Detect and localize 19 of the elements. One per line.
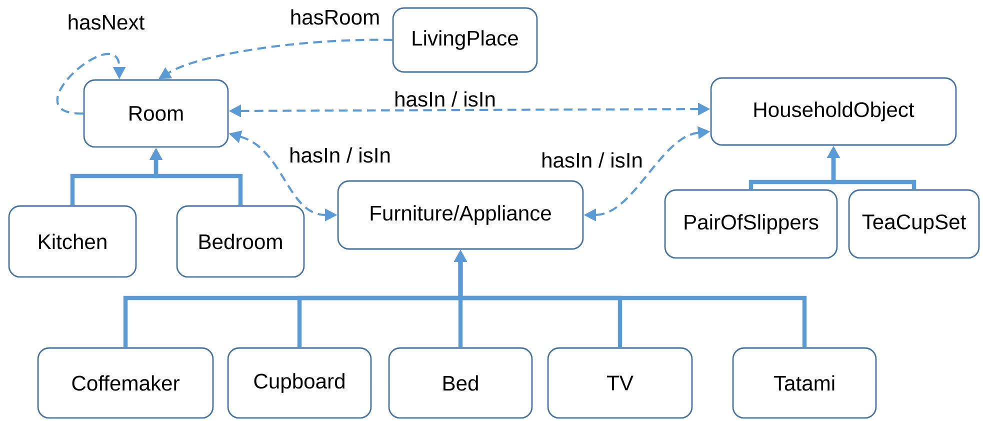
edge-label: hasRoom (288, 8, 382, 26)
edge-label: hasIn / isIn (392, 90, 498, 108)
class-box: TV (547, 347, 693, 419)
class-box: Cupboard (227, 347, 372, 419)
class-box: Kitchen (8, 205, 137, 278)
edge-label: hasNext (66, 12, 146, 32)
edge-label: hasIn / isIn (287, 146, 393, 164)
class-box: PairOfSlippers (664, 189, 838, 259)
edge-label: hasIn / isIn (539, 150, 645, 170)
class-box: TeaCupSet (848, 189, 980, 259)
class-box: Furniture/Appliance (337, 180, 584, 250)
class-box: Bed (388, 347, 533, 419)
class-box: Room (83, 79, 229, 148)
class-box: HouseholdObject (710, 77, 957, 146)
class-box: Bedroom (176, 205, 305, 278)
class-box: LivingPlace (392, 7, 538, 73)
class-box: Coffemaker (37, 347, 214, 419)
class-box: Tatami (732, 347, 877, 419)
relation-arrow (56, 53, 126, 115)
